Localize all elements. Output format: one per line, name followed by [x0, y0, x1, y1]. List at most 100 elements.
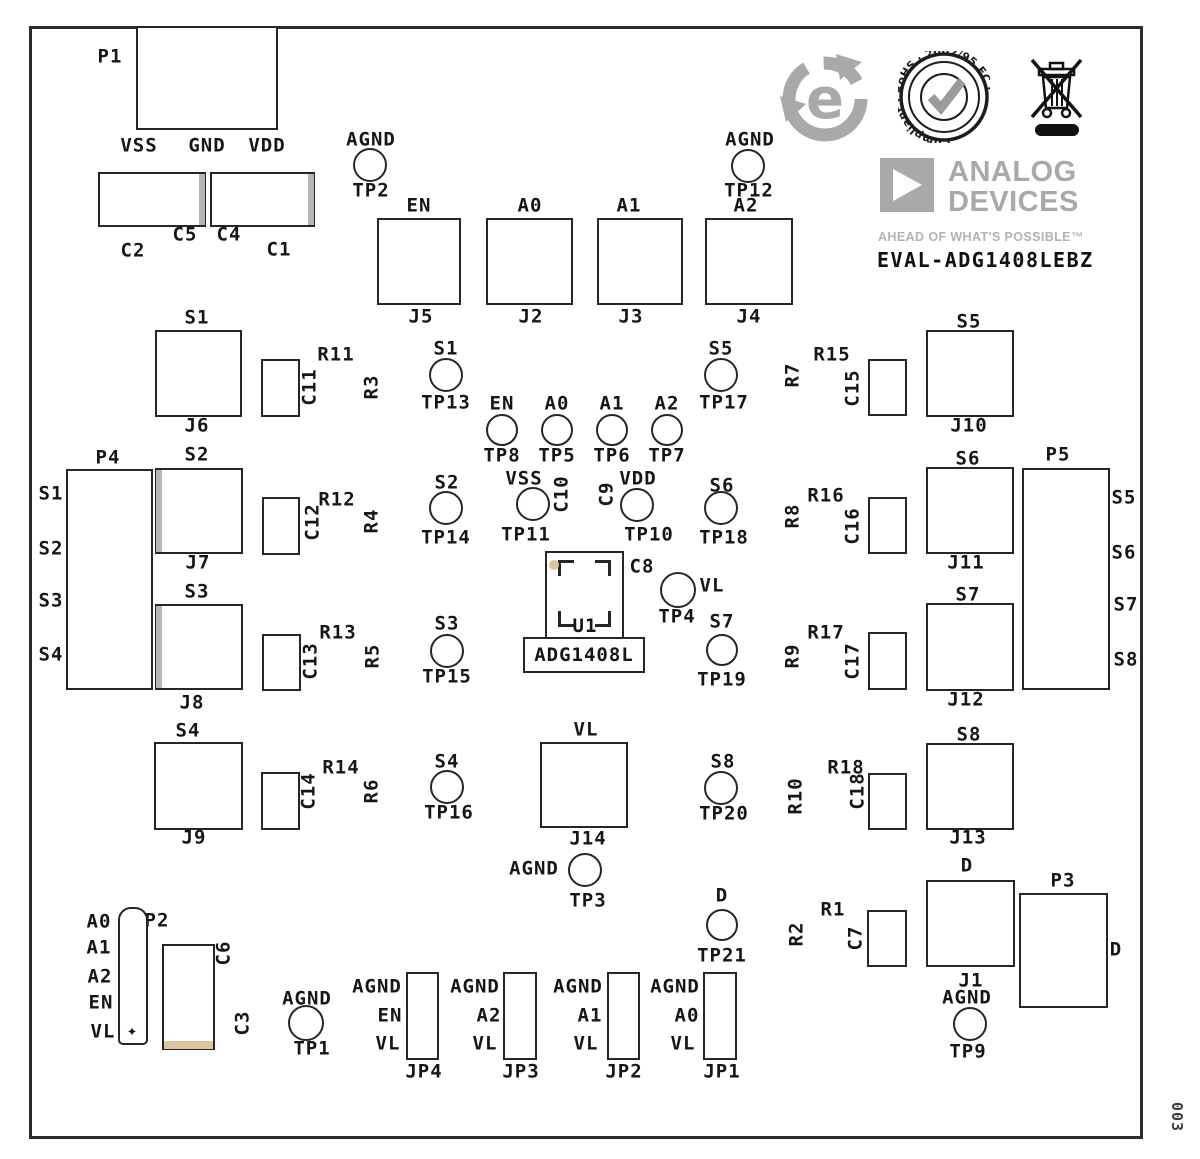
label-s5-j10: S5 — [956, 310, 982, 333]
label-vl-jp4: VL — [375, 1032, 401, 1055]
label-c6: C6 — [212, 940, 235, 966]
label-agnd-jp1: AGND — [650, 975, 700, 998]
label-tp10: TP10 — [624, 523, 674, 546]
label-a1-tp6: A1 — [599, 392, 625, 415]
label-c9: C9 — [595, 481, 618, 507]
jumper-jp3 — [503, 972, 537, 1060]
label-r15: R15 — [813, 343, 851, 366]
label-tp4: TP4 — [658, 605, 696, 628]
connector-p5 — [1022, 468, 1110, 690]
label-p4: P4 — [95, 446, 121, 469]
testpoint-tp2 — [353, 148, 387, 182]
label-d-tp21: D — [715, 884, 729, 907]
label-s6-tp18: S6 — [709, 474, 735, 497]
label-j8: J8 — [179, 691, 205, 714]
label-a2-jp3: A2 — [476, 1004, 502, 1027]
label-s1-p4: S1 — [38, 482, 64, 505]
label-a2-p2: A2 — [87, 965, 113, 988]
cap-c2-c5-pad-strip — [199, 174, 205, 225]
label-agnd-tp9: AGND — [942, 986, 992, 1009]
jack-j5 — [377, 218, 461, 305]
label-c3: C3 — [231, 1010, 254, 1036]
label-a2-tp7: A2 — [654, 392, 680, 415]
pin1-star-icon: ✦ — [126, 1021, 138, 1041]
chip-u1-base — [523, 637, 645, 673]
label-vl-jp2: VL — [573, 1032, 599, 1055]
label-r12: R12 — [318, 488, 356, 511]
testpoint-tp5 — [541, 414, 573, 446]
label-j10: J10 — [950, 414, 988, 437]
label-j6: J6 — [184, 414, 210, 437]
label-a1-jp2: A1 — [577, 1004, 603, 1027]
label-s3-p4: S3 — [38, 589, 64, 612]
label-s4-tp16: S4 — [434, 750, 460, 773]
jack-j1 — [926, 880, 1015, 967]
cap-c11 — [261, 359, 300, 417]
label-agnd-tp2: AGND — [346, 128, 396, 151]
label-s3-j8: S3 — [184, 580, 210, 603]
label-c18: C18 — [846, 772, 869, 810]
label-r5: R5 — [361, 643, 384, 669]
label-vl-tp4: VL — [699, 574, 725, 597]
jack-j8-pad-strip — [156, 606, 162, 688]
label-a0-jp1: A0 — [674, 1004, 700, 1027]
label-u1: U1 — [572, 615, 598, 637]
label-tp20: TP20 — [699, 802, 749, 825]
figure-number: 003 — [1168, 1101, 1186, 1133]
label-s5-tp17: S5 — [708, 337, 734, 360]
label-agnd-tp3: AGND — [509, 857, 559, 880]
label-tp17: TP17 — [699, 391, 749, 414]
label-r10: R10 — [784, 777, 807, 815]
label-vl-j14: VL — [573, 718, 599, 741]
cap-c4-c1-pad-strip — [308, 174, 314, 225]
svg-text:e: e — [806, 67, 844, 132]
jack-j12 — [926, 603, 1014, 691]
label-tp15: TP15 — [422, 665, 472, 688]
label-tp5: TP5 — [538, 444, 576, 467]
rohs-stamp-icon: Compliant · RoHS · 2002/95.EC · — [898, 51, 990, 143]
board-product-name: EVAL-ADG1408LEBZ — [877, 248, 1094, 272]
connector-p4 — [66, 469, 153, 690]
jack-j14 — [540, 742, 628, 828]
label-r6: R6 — [360, 778, 383, 804]
label-s8-p5: S8 — [1113, 648, 1139, 671]
jack-j7 — [155, 468, 243, 554]
label-r9: R9 — [781, 643, 804, 669]
label-jp4: JP4 — [405, 1060, 443, 1083]
label-s4-p4: S4 — [38, 643, 64, 666]
jack-j2 — [486, 218, 573, 305]
label-tp7: TP7 — [648, 444, 686, 467]
jack-j8 — [155, 604, 243, 690]
testpoint-tp1 — [288, 1005, 324, 1041]
cap-c3-c6-pad-strip — [164, 1041, 213, 1049]
pin1-dot-icon — [549, 560, 559, 570]
testpoint-tp10 — [620, 488, 654, 522]
label-c7: C7 — [844, 925, 867, 951]
cap-c12 — [262, 497, 300, 555]
brand-name-line1: ANALOG — [948, 156, 1077, 188]
label-agnd-jp4: AGND — [352, 975, 402, 998]
label-c10: C10 — [550, 475, 573, 513]
testpoint-tp21 — [706, 909, 738, 941]
testpoint-tp6 — [596, 414, 628, 446]
cap-c13 — [262, 634, 301, 691]
label-vdd-p1: VDD — [248, 134, 286, 157]
label-tp11: TP11 — [501, 523, 551, 546]
testpoint-tp11 — [516, 487, 550, 521]
label-s6-j11: S6 — [955, 447, 981, 470]
label-s8-tp20: S8 — [710, 750, 736, 773]
label-r7: R7 — [781, 362, 804, 388]
recycle-logo-icon: e — [780, 54, 868, 142]
label-c11: C11 — [298, 368, 321, 406]
label-a1-p2: A1 — [86, 936, 112, 959]
label-s2-p4: S2 — [38, 537, 64, 560]
label-c17: C17 — [841, 642, 864, 680]
label-s4-j9: S4 — [175, 719, 201, 742]
label-p3: P3 — [1050, 869, 1076, 892]
label-tp8: TP8 — [483, 444, 521, 467]
label-gnd-p1: GND — [188, 134, 226, 157]
label-j7: J7 — [185, 551, 211, 574]
label-c5: C5 — [172, 223, 198, 246]
jumper-jp4 — [406, 972, 439, 1060]
